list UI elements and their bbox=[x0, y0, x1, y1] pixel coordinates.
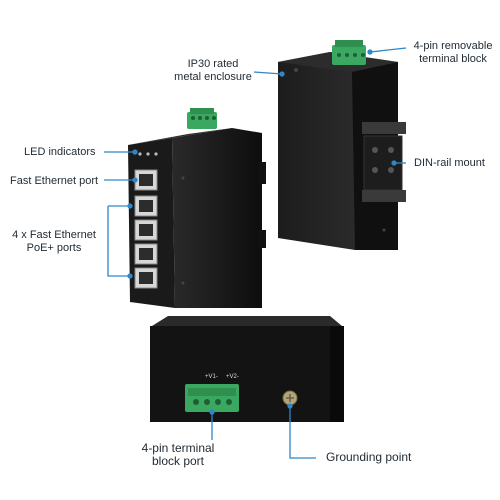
switch-back-view bbox=[278, 40, 406, 250]
v1-marking: +V1- bbox=[205, 374, 218, 380]
callout-terminal-block: 4-pin removable terminal block bbox=[408, 40, 498, 66]
callout-poe-ports: 4 x Fast Ethernet PoE+ ports bbox=[4, 229, 104, 255]
callout-lines bbox=[104, 47, 407, 459]
top-terminal-block bbox=[187, 108, 217, 129]
callout-terminal-port-line2: block port bbox=[151, 454, 205, 468]
switch-front-view bbox=[128, 108, 266, 308]
callout-poe-line1: 4 x Fast Ethernet bbox=[12, 229, 96, 241]
din-rail-mount bbox=[362, 122, 406, 202]
callout-poe-line2: PoE+ ports bbox=[26, 242, 82, 254]
led-indicators bbox=[138, 152, 158, 156]
callout-terminal-port: 4-pin terminal block port bbox=[128, 442, 228, 468]
removable-terminal-block bbox=[332, 40, 366, 65]
callout-din-rail: DIN-rail mount bbox=[414, 157, 485, 169]
callout-terminal-block-line1: 4-pin removable bbox=[413, 40, 493, 52]
ethernet-ports bbox=[134, 169, 158, 289]
callout-ip30: IP30 rated metal enclosure bbox=[168, 58, 258, 84]
callout-led: LED indicators bbox=[24, 146, 96, 158]
callout-ip30-line2: metal enclosure bbox=[174, 71, 252, 83]
callout-fast-ethernet: Fast Ethernet port bbox=[10, 175, 99, 187]
grounding-screw bbox=[282, 390, 298, 406]
switch-bottom-panel bbox=[150, 326, 342, 422]
callout-ip30-line1: IP30 rated bbox=[187, 58, 239, 70]
callout-terminal-port-line1: 4-pin terminal bbox=[141, 441, 215, 455]
v2-marking: +V2- bbox=[226, 374, 239, 380]
callout-terminal-block-line2: terminal block bbox=[419, 53, 487, 65]
switch-body bbox=[172, 128, 262, 308]
bottom-terminal-block bbox=[185, 384, 239, 412]
callout-grounding: Grounding point bbox=[326, 450, 412, 464]
switch-bottom-view: +V1- +V2- bbox=[150, 316, 344, 422]
